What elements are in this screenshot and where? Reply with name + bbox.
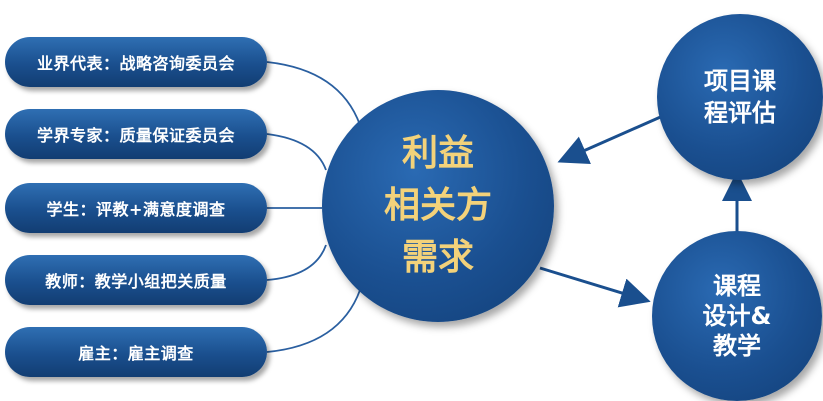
connector-line-5 bbox=[266, 289, 361, 353]
course-design-circle: 课程 设计& 教学 bbox=[652, 231, 822, 401]
center-line-3: 需求 bbox=[401, 237, 474, 278]
stakeholder-industry-pill: 业界代表：战略咨询委员会 bbox=[5, 37, 267, 87]
program-evaluation-circle: 项目课 程评估 bbox=[657, 14, 823, 180]
stakeholder-student-pill: 学生：评教+满意度调查 bbox=[5, 183, 267, 233]
evaluation-line-2: 程评估 bbox=[704, 99, 776, 127]
arrow-eval-to-center bbox=[557, 113, 666, 165]
connector-line-1 bbox=[266, 61, 361, 126]
connector-line-4 bbox=[266, 244, 327, 281]
evaluation-line-1: 项目课 bbox=[704, 67, 776, 95]
stakeholder-employer-pill: 雇主：雇主调查 bbox=[5, 327, 267, 377]
stakeholder-academia-pill: 学界专家：质量保证委员会 bbox=[5, 109, 267, 159]
stakeholder-teacher-pill: 教师：教学小组把关质量 bbox=[5, 255, 267, 305]
design-line-3: 教学 bbox=[713, 332, 761, 360]
stakeholder-needs-circle: 利益 相关方 需求 bbox=[322, 90, 554, 322]
design-line-1: 课程 bbox=[713, 272, 761, 300]
arrow-center-to-design bbox=[539, 266, 651, 308]
connector-line-2 bbox=[266, 133, 327, 171]
design-line-2: 设计& bbox=[702, 302, 772, 330]
center-line-1: 利益 bbox=[401, 133, 474, 174]
center-line-2: 相关方 bbox=[383, 185, 492, 226]
